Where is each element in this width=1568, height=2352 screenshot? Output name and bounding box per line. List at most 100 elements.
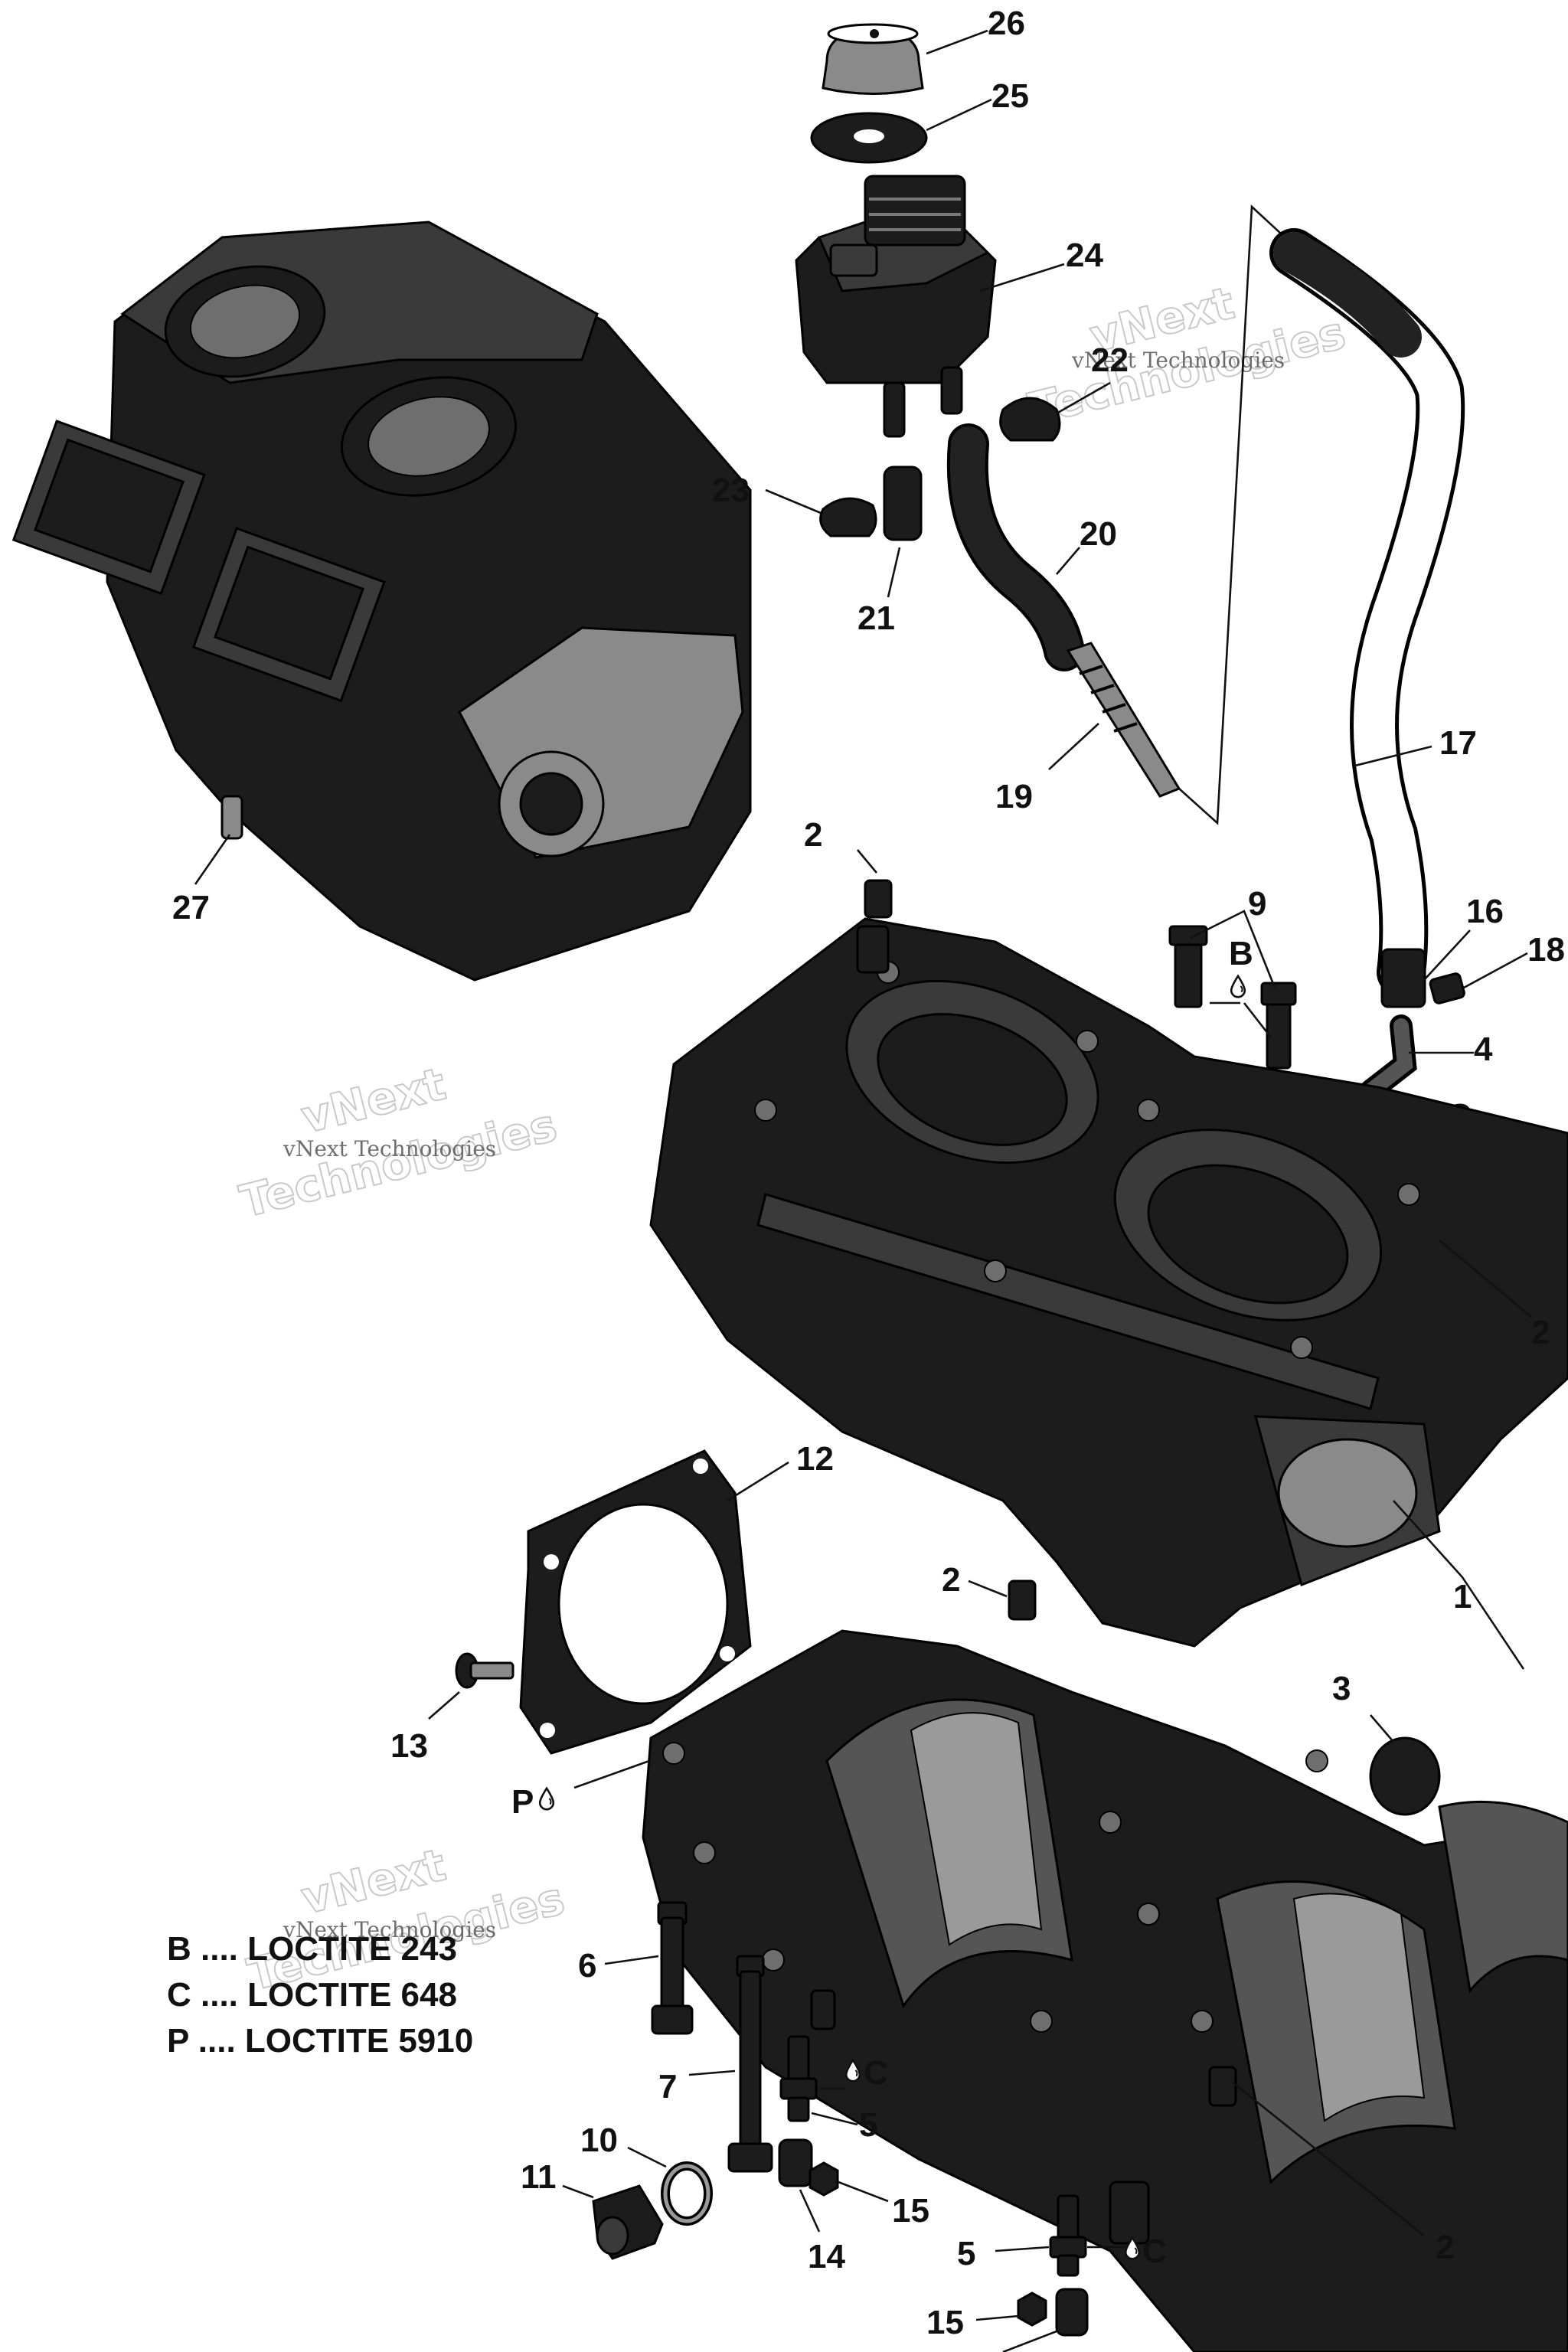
callout-1: 1 [1453, 1578, 1472, 1615]
legend-p: P .... LOCTITE 5910 [167, 2022, 473, 2060]
callout-4: 4 [1474, 1031, 1493, 1068]
callout-25: 25 [991, 77, 1029, 115]
leader-25 [926, 98, 992, 132]
leader-17 [1354, 745, 1432, 767]
part-17-hose [1269, 228, 1465, 997]
part-5-stud-lower [1049, 2194, 1087, 2277]
leader-24 [979, 263, 1065, 292]
part-25-seal [810, 112, 928, 164]
legend-c: C .... LOCTITE 648 [167, 1976, 457, 2014]
mark-c-5a: C [864, 2054, 888, 2092]
callout-24: 24 [1066, 237, 1103, 274]
leader-20 [1056, 547, 1080, 575]
leader-22 [1056, 381, 1111, 415]
part-15-nut-upper [808, 2161, 839, 2197]
callout-13: 13 [390, 1727, 428, 1765]
part-20-hose [946, 423, 1085, 671]
callout-15a: 15 [892, 2192, 929, 2230]
leader-15a [838, 2180, 889, 2203]
part-18-plug [1429, 972, 1465, 1004]
part-23-clamp [819, 497, 877, 537]
part-9-bolts [1168, 925, 1297, 1070]
leader-b [1210, 1001, 1272, 1038]
part-10-o-ring [661, 2161, 713, 2226]
callout-3: 3 [1332, 1670, 1351, 1707]
part-15-nut-lower [1017, 2288, 1089, 2337]
leader-7 [688, 2069, 736, 2076]
callout-5a: 5 [859, 2106, 877, 2144]
callout-18: 18 [1527, 931, 1565, 969]
callout-7: 7 [658, 2068, 677, 2105]
leader-27 [194, 834, 231, 885]
leader-2d [1232, 2081, 1425, 2237]
callout-5b: 5 [957, 2235, 975, 2272]
leader-2c [968, 1579, 1008, 1598]
leader-triangle [1178, 204, 1302, 825]
part-26-cap [822, 23, 924, 95]
callout-22: 22 [1091, 341, 1129, 379]
mark-p: P [511, 1783, 534, 1821]
part-21-sleeve [883, 466, 923, 541]
part-1-upper-crankcase [649, 917, 1568, 1648]
leader-9 [1190, 910, 1276, 988]
callout-2c: 2 [942, 1561, 960, 1599]
leader-26 [926, 29, 988, 55]
part-5-stud-upper [779, 2035, 818, 2122]
adhesive-legend: B .... LOCTITE 243 C .... LOCTITE 648 P … [167, 1930, 473, 2060]
leader-21 [887, 547, 901, 598]
callout-10: 10 [580, 2122, 618, 2159]
mark-c-5b: C [1142, 2233, 1167, 2270]
leader-3 [1370, 1714, 1394, 1743]
part-4-elbow [1359, 1014, 1417, 1102]
leader-16 [1423, 929, 1471, 981]
leader-13 [428, 1691, 460, 1720]
leader-14 [799, 2189, 821, 2233]
part-16-sleeve [1380, 948, 1426, 1008]
callout-2b: 2 [1531, 1314, 1550, 1351]
leader-19 [1048, 723, 1099, 770]
leader-2b [1439, 1240, 1532, 1318]
callout-2d: 2 [1436, 2229, 1454, 2266]
callout-6: 6 [578, 1947, 596, 1984]
part-13-screw [455, 1652, 514, 1689]
part-3-seal [1369, 1736, 1441, 1816]
callout-23: 23 [712, 472, 750, 509]
callout-14: 14 [808, 2238, 845, 2275]
part-19-fitting [1066, 642, 1181, 798]
callout-16: 16 [1466, 893, 1504, 930]
part-24-reservoir [795, 175, 997, 438]
callout-2a: 2 [804, 816, 822, 854]
mark-b: B [1229, 935, 1253, 972]
drop-icon [538, 1787, 555, 1811]
part-11-plug [592, 2184, 664, 2260]
watermark-small: vNext Technologies [1071, 348, 1285, 373]
leader-18 [1463, 952, 1528, 989]
watermark-small: vNext Technologies [283, 1917, 496, 1942]
leader-5b [995, 2246, 1050, 2252]
part-2-dowel-top [864, 879, 893, 919]
leader-10 [627, 2146, 667, 2168]
part-27-engine-assembly [11, 220, 752, 982]
callout-17: 17 [1439, 724, 1477, 762]
callout-26: 26 [988, 5, 1025, 42]
callout-21: 21 [858, 599, 895, 637]
leader-12 [727, 1461, 789, 1502]
leader-15b [975, 2314, 1057, 2352]
leader-2a [857, 849, 877, 874]
leader-6 [604, 1955, 659, 1965]
callout-27: 27 [172, 889, 210, 926]
part-22-clamp [999, 397, 1061, 442]
leader-11 [562, 2184, 594, 2199]
leader-5a [811, 2112, 858, 2126]
callout-11: 11 [521, 2158, 557, 2196]
watermark-small: vNext Technologies [283, 1136, 496, 1161]
callout-19: 19 [995, 778, 1033, 815]
drop-icon [1230, 975, 1246, 998]
part-6-bolt [651, 1901, 694, 2035]
callout-12: 12 [796, 1440, 834, 1478]
callout-15b: 15 [926, 2304, 964, 2341]
part-1-lower-crankcase [642, 1629, 1568, 2352]
part-14-sleeve [778, 2138, 813, 2187]
part-7-bolt [727, 1955, 773, 2173]
